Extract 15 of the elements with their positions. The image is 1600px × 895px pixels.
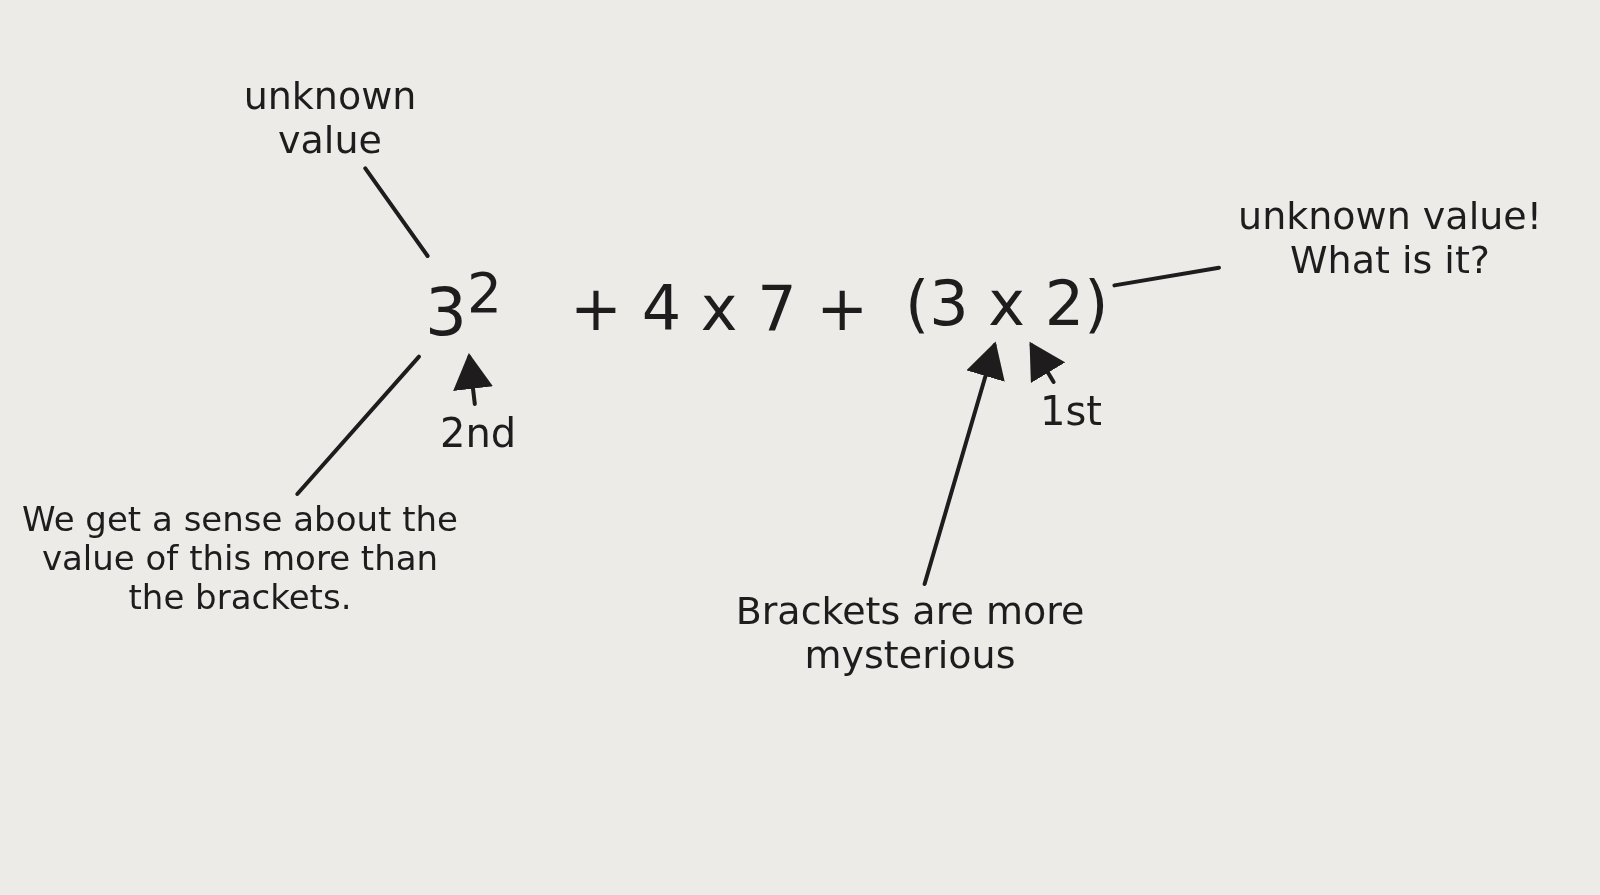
annotation-text: unknown value! What is it? (1225, 195, 1555, 283)
expression-text: + 4 x 7 + (570, 272, 869, 345)
annotation-text: Brackets are more mysterious (690, 590, 1130, 678)
annotation-text: We get a sense about the value of this more than the brackets. (20, 500, 460, 618)
arrow (922, 341, 1005, 586)
expression-term: (3 x 2) (905, 268, 1109, 340)
order-label: 1st (1040, 388, 1102, 434)
expression-term: 3$^{2}$ (425, 262, 502, 351)
leader-line (363, 166, 430, 258)
arrow (453, 352, 493, 406)
leader-line (295, 354, 421, 496)
arrow (1029, 341, 1066, 384)
annotation-text: unknown value (215, 75, 445, 163)
order-label: 2nd (440, 410, 517, 456)
leader-line (1112, 265, 1221, 288)
